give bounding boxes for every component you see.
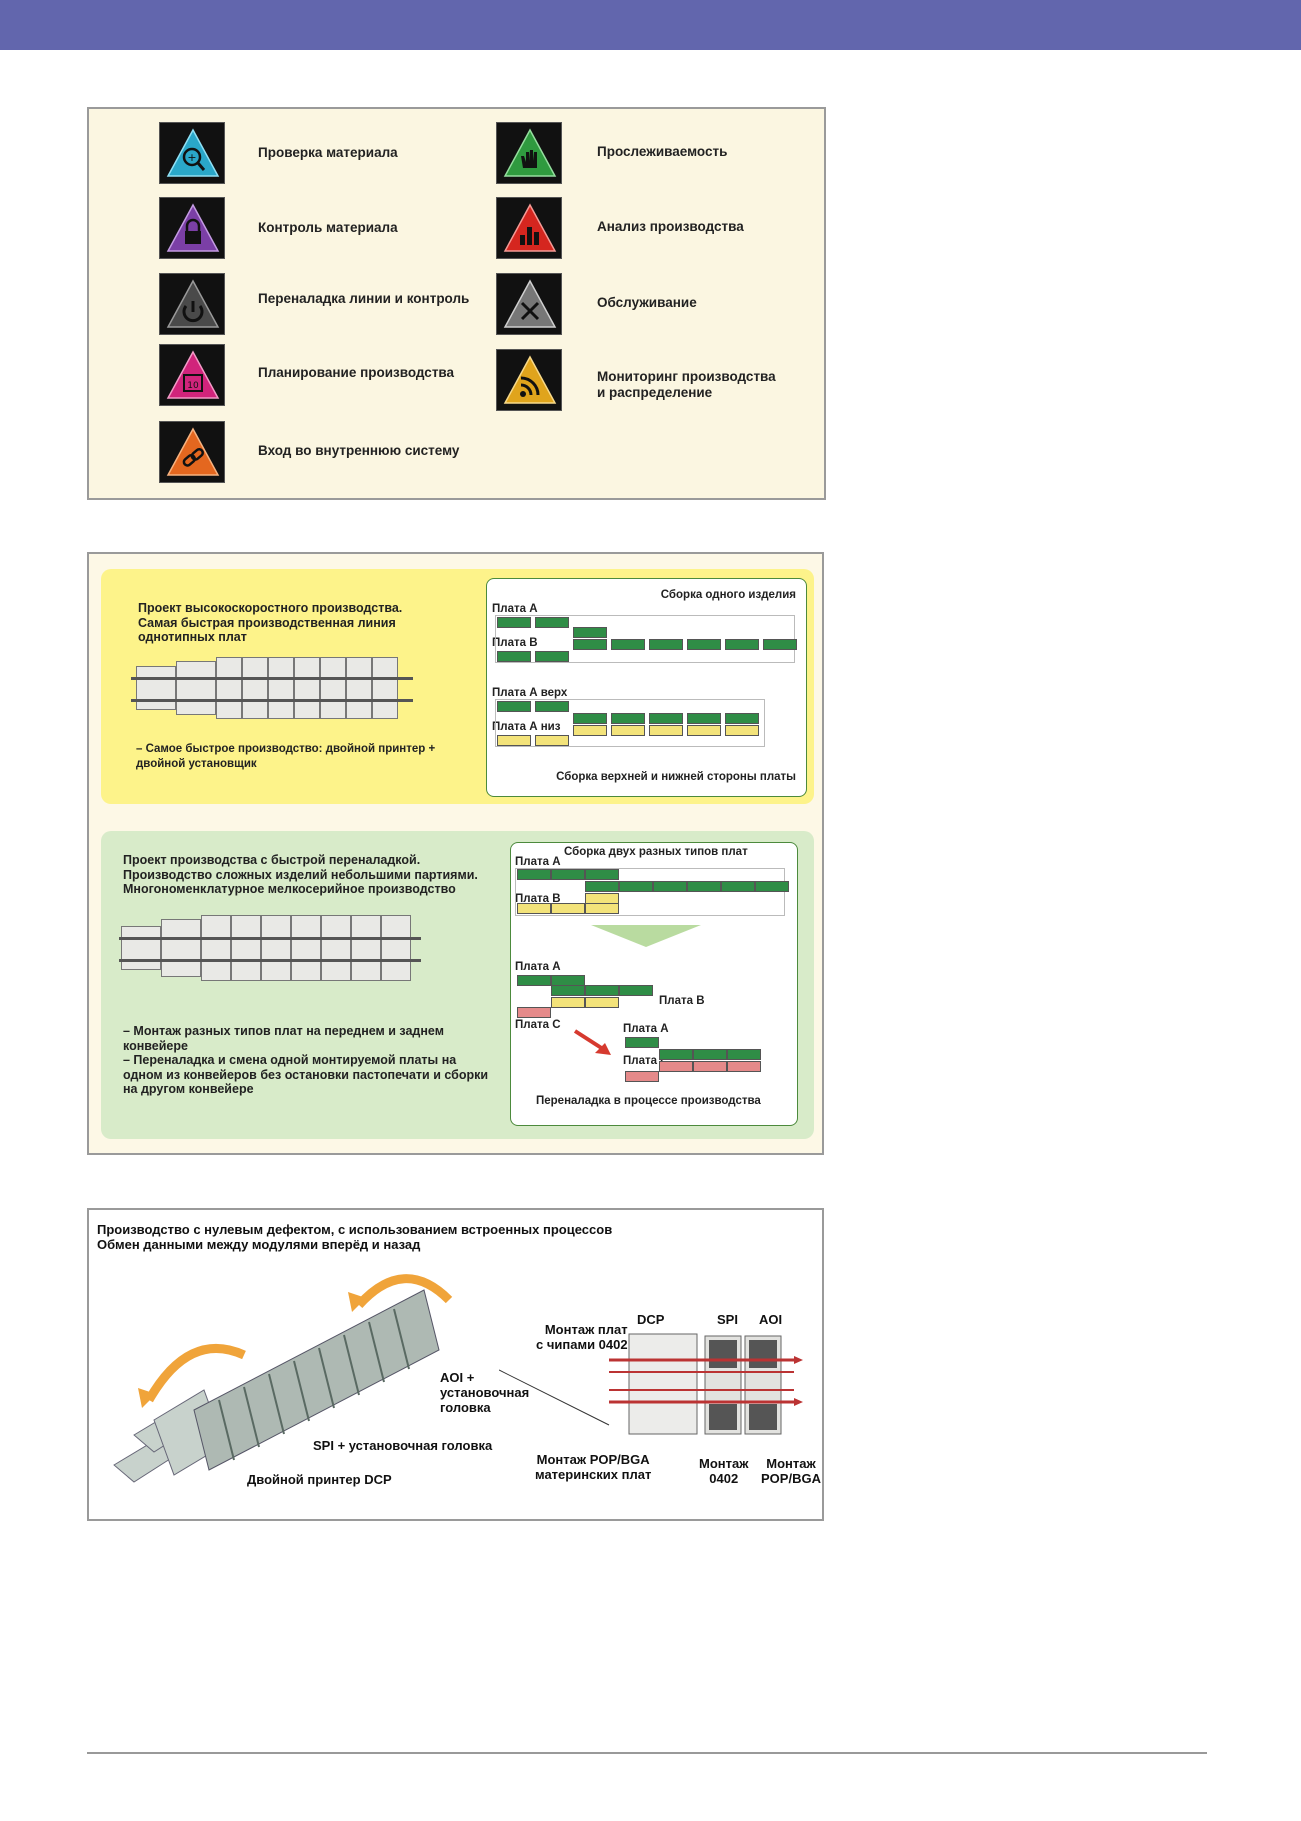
label-board-a-top: Плата А верх <box>492 687 568 699</box>
magnifier-plus-icon: + <box>159 122 225 184</box>
label-pop-bga-boards: Монтаж POP/BGA материнских плат <box>535 1452 652 1482</box>
quick-changeover-text: Проект производства с быстрой переналадк… <box>123 853 478 896</box>
isometric-line-illustration <box>113 1274 453 1483</box>
svg-text:10: 10 <box>187 381 199 391</box>
label-board-a-1: Плата А <box>515 856 561 868</box>
label-monitoring: Мониторинг производства и распределение <box>597 369 776 400</box>
head-aoi: AOI <box>759 1312 783 1327</box>
calendar-icon: 10 <box>159 344 225 406</box>
quick-changeover-note: – Монтаж разных типов плат на переднем и… <box>123 1024 489 1096</box>
label-board-b-2: Плата В <box>659 995 705 1007</box>
zero-defect-figure: Производство с нулевым дефектом, с испол… <box>87 1208 824 1521</box>
changeover-diagram: Сборка двух разных типов плат Плата А Пл… <box>510 842 798 1126</box>
label-board-b: Плата В <box>492 637 538 649</box>
label-board-c-1: Плата С <box>515 1019 561 1031</box>
label-board-a-3: Плата А <box>623 1023 669 1035</box>
label-mount-pop-bga: Монтаж POP/BGA <box>761 1456 821 1486</box>
label-aoi-head: AOI + установочная головка <box>440 1370 530 1415</box>
header-bar <box>0 0 1301 50</box>
svg-text:+: + <box>187 151 196 164</box>
down-arrow-icon <box>591 925 701 947</box>
two-board-types-title: Сборка двух разных типов плат <box>564 846 748 858</box>
zero-defect-title-1: Производство с нулевым дефектом, с испол… <box>97 1222 613 1237</box>
high-speed-note: – Самое быстрое производство: двойной пр… <box>136 743 436 770</box>
leader-lines <box>499 1369 610 1426</box>
label-material-control: Контроль материала <box>258 220 398 235</box>
label-mount-0402: Монтаж 0402 <box>699 1456 749 1486</box>
rss-icon <box>496 349 562 411</box>
head-spi: SPI <box>717 1312 738 1327</box>
label-material-check: Проверка материала <box>258 145 398 160</box>
label-production-planning: Планирование производства <box>258 365 455 380</box>
label-board-c-2: Плата С <box>623 1055 669 1067</box>
head-dcp: DCP <box>637 1312 665 1327</box>
legend-figure: + Проверка материала Контроль материала … <box>87 107 826 500</box>
label-board-a: Плата А <box>492 603 538 615</box>
label-maintenance: Обслуживание <box>597 295 697 310</box>
label-board-a-bottom: Плата А низ <box>492 721 561 733</box>
zero-defect-title-2: Обмен данными между модулями вперёд и на… <box>97 1237 421 1252</box>
label-board-b-1: Плата В <box>515 893 561 905</box>
single-product-diagram: Сборка одного изделия Плата А Плата В Пл… <box>486 578 807 797</box>
label-traceability: Прослеживаемость <box>597 144 728 159</box>
lock-icon <box>159 197 225 259</box>
label-production-analysis: Анализ производства <box>597 219 744 234</box>
label-chip-0402: Монтаж плат с чипами 0402 <box>536 1322 628 1352</box>
dcp-spi-aoi-schematic <box>609 1333 803 1435</box>
power-icon <box>159 273 225 335</box>
high-speed-text: Проект высокоскоростного производства. С… <box>138 601 403 644</box>
single-product-title: Сборка одного изделия <box>660 589 796 601</box>
link-icon <box>159 421 225 483</box>
top-bottom-assembly-title: Сборка верхней и нижней стороны платы <box>556 771 796 783</box>
label-spi-head: SPI + установочная головка <box>313 1438 493 1453</box>
label-line-changeover: Переналадка линии и контроль <box>258 291 470 306</box>
red-arrow-icon <box>573 1029 611 1055</box>
label-internal-login: Вход во внутреннюю систему <box>258 443 460 458</box>
footer-rule <box>87 1752 1207 1754</box>
line-configuration-figure: Проект высокоскоростного производства. С… <box>87 552 824 1155</box>
label-board-a-2: Плата А <box>515 961 561 973</box>
label-dual-printer: Двойной принтер DCP <box>247 1472 392 1487</box>
bar-chart-icon <box>496 197 562 259</box>
tools-icon <box>496 273 562 335</box>
in-process-changeover-title: Переналадка в процессе производства <box>536 1095 761 1107</box>
hand-icon <box>496 122 562 184</box>
high-speed-panel: Проект высокоскоростного производства. С… <box>101 569 814 804</box>
quick-changeover-panel: Проект производства с быстрой переналадк… <box>101 831 814 1139</box>
